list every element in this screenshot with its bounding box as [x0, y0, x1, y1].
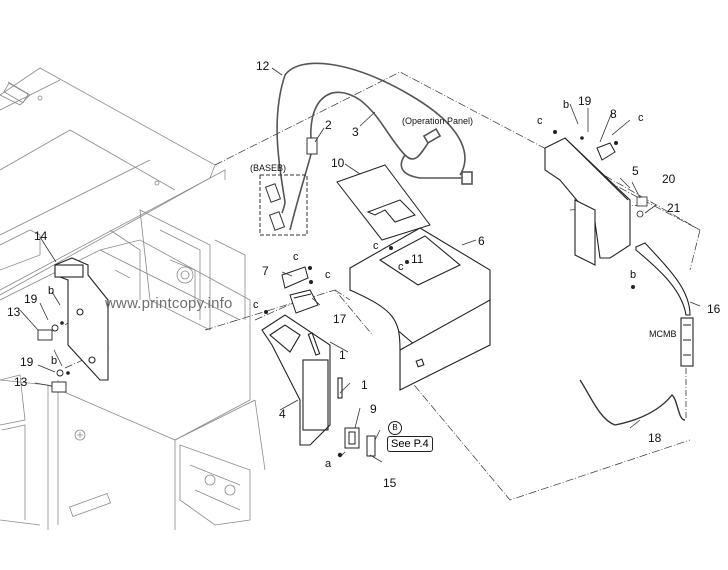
cable-18 [579, 379, 686, 426]
callout-14: 14 [34, 229, 48, 243]
cable-3 [289, 91, 473, 231]
fastener-b: b [48, 285, 55, 297]
note-baseb: (BASEB) [250, 163, 287, 173]
callout-16: 16 [707, 302, 721, 316]
callout-1: 1 [339, 348, 346, 362]
part-6 [349, 227, 491, 391]
callout-9: 9 [370, 402, 377, 416]
callout-10: 10 [331, 156, 345, 170]
reference-marker-b: B [388, 421, 402, 435]
parts-20-21 [636, 196, 648, 218]
fastener-b: b [51, 355, 58, 367]
callout-19: 19 [24, 292, 38, 306]
callout-17: 17 [333, 312, 347, 326]
cable-12 [276, 62, 466, 214]
ferrite-core-2 [306, 137, 318, 155]
part-8 [596, 142, 616, 161]
part-5 [544, 137, 631, 266]
part-9 [344, 427, 360, 449]
fastener-a: a [325, 458, 332, 470]
callout-19: 19 [20, 355, 34, 369]
part-16 [635, 242, 694, 367]
callout-3: 3 [352, 125, 359, 139]
callout-5: 5 [632, 164, 639, 178]
part-4 [261, 314, 343, 446]
callout-21: 21 [667, 201, 681, 215]
part-17 [289, 289, 319, 314]
callout-13: 13 [7, 305, 21, 319]
parts-13-19 [37, 324, 67, 393]
screws [60, 130, 635, 458]
callout-8: 8 [610, 107, 617, 121]
fastener-c: c [325, 269, 331, 281]
callout-15: 15 [383, 476, 397, 490]
callout-1: 1 [361, 378, 368, 392]
fastener-b: b [630, 269, 637, 281]
fastener-c: c [253, 299, 259, 311]
note-operation-panel: (Operation Panel) [402, 116, 474, 126]
fastener-c: c [398, 261, 404, 273]
fastener-c: c [537, 115, 543, 127]
machine-body [0, 67, 266, 530]
callout-4: 4 [279, 407, 286, 421]
callout-19: 19 [578, 94, 592, 108]
see-page-reference[interactable]: See P.4 [387, 436, 433, 452]
fastener-b: b [563, 99, 570, 111]
part-15 [366, 435, 376, 457]
fastener-c: c [638, 112, 644, 124]
fastener-c: c [293, 251, 299, 263]
part-10 [336, 164, 431, 241]
callout-2: 2 [325, 118, 332, 132]
callout-20: 20 [662, 172, 676, 186]
callout-7: 7 [262, 264, 269, 278]
leader-lines [19, 67, 701, 463]
callout-12: 12 [256, 59, 270, 73]
callout-6: 6 [478, 234, 485, 248]
callout-18: 18 [648, 431, 662, 445]
fastener-c: c [373, 240, 379, 252]
part-7 [281, 266, 309, 289]
callout-11: 11 [411, 252, 424, 266]
note-mcmb: MCMB [649, 329, 677, 339]
callout-13: 13 [14, 375, 28, 389]
watermark: www.printcopy.info [105, 295, 233, 312]
part-14 [54, 257, 109, 381]
baseb-box [259, 174, 308, 236]
